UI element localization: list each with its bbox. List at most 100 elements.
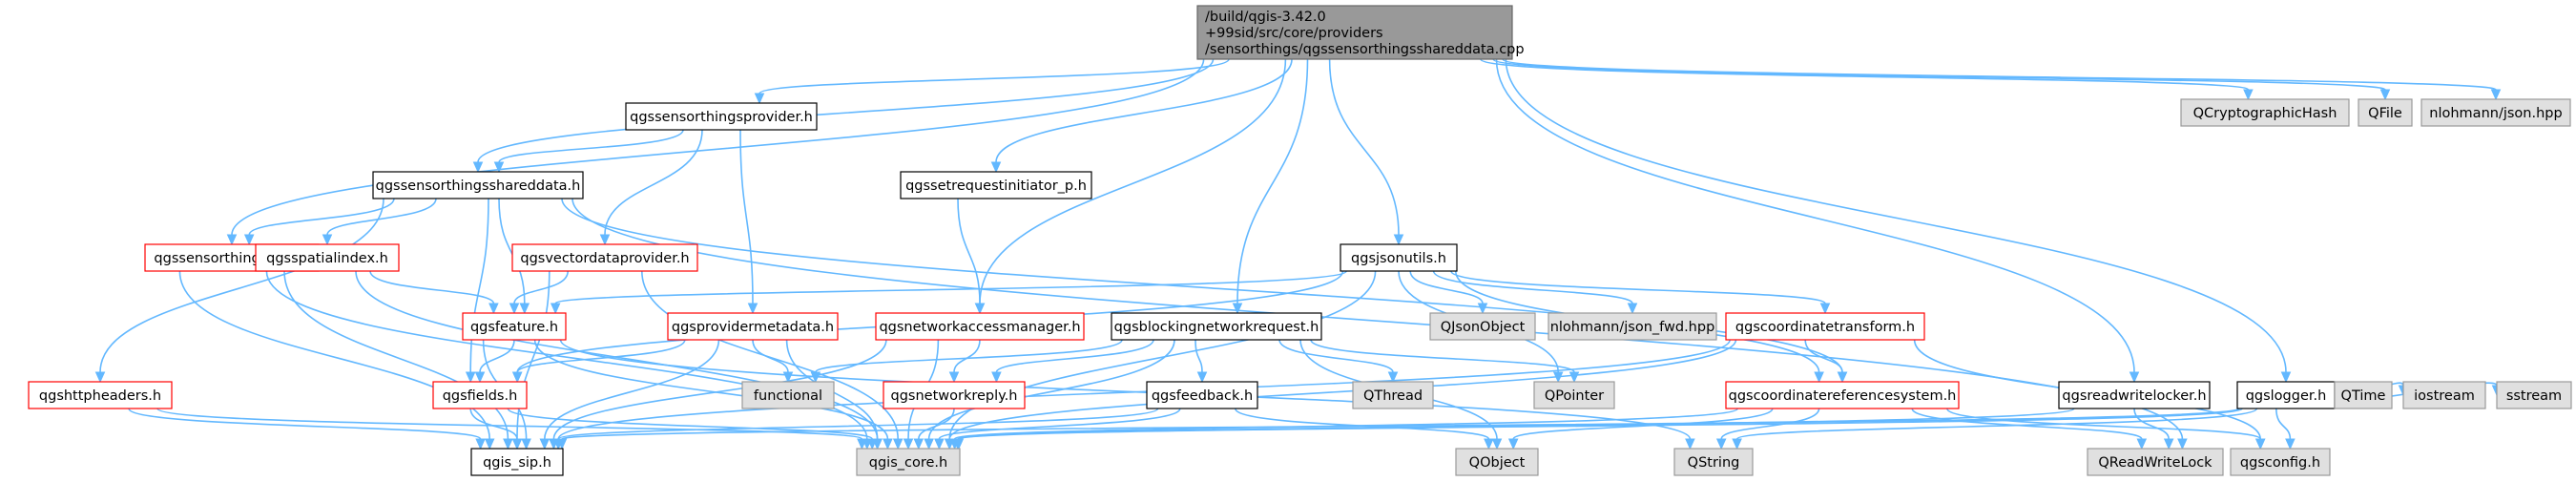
node-qgscoordinatereferencesystem[interactable]: qgscoordinatereferencesystem.h bbox=[1725, 381, 1960, 409]
node-qgsjsonutils[interactable]: qgsjsonutils.h bbox=[1340, 243, 1458, 272]
node-qstring: QString bbox=[1673, 448, 1754, 476]
edge-line bbox=[1236, 58, 1309, 304]
node-qgsblockingnetworkrequest[interactable]: qgsblockingnetworkrequest.h bbox=[1111, 312, 1322, 341]
node-box bbox=[856, 448, 961, 476]
edge-root-to-qgssensorthingsshareddata bbox=[472, 58, 1215, 174]
edge-qgsblockingnetworkrequest-to-qgsfeedback bbox=[1195, 339, 1208, 384]
edge-qgsjsonutils-to-qjsonobject bbox=[1409, 270, 1488, 315]
edge-line bbox=[544, 339, 720, 440]
edge-arrowhead bbox=[913, 438, 924, 451]
node-qgssetrequestinitiator[interactable]: qgssetrequestinitiator_p.h bbox=[900, 171, 1092, 199]
edge-qgscoordinatetransform-to-qgscoordinatereferencesystem bbox=[1804, 339, 1848, 384]
node-iostream: iostream bbox=[2402, 381, 2486, 409]
edge-line bbox=[1195, 339, 1203, 373]
edge-arrowhead bbox=[1568, 371, 1580, 384]
root-label-line2: +99sid/src/core/providers bbox=[1205, 26, 1383, 41]
node-box bbox=[2236, 381, 2336, 409]
edge-line bbox=[739, 129, 754, 304]
edge-arrowhead bbox=[475, 438, 486, 451]
edge-arrowhead bbox=[488, 303, 499, 315]
edge-arrowhead bbox=[2490, 89, 2502, 101]
node-label: iostream bbox=[2414, 388, 2475, 404]
edge-line bbox=[958, 408, 2243, 440]
node-box bbox=[1429, 312, 1536, 341]
root-label-line3: /sensorthings/qgssensorthingsshareddata.… bbox=[1205, 42, 1525, 57]
edge-arrowhead bbox=[599, 234, 611, 246]
edge-line bbox=[1310, 339, 1575, 373]
node-qgsreadwritelocker[interactable]: qgsreadwritelocker.h bbox=[2058, 381, 2211, 409]
edge-arrowhead bbox=[493, 161, 505, 174]
node-box bbox=[470, 448, 564, 476]
node-box bbox=[883, 381, 1026, 409]
edge-line bbox=[248, 198, 395, 236]
node-qgsnetworkaccessmanager[interactable]: qgsnetworkaccessmanager.h bbox=[875, 312, 1085, 341]
edge-qgsvectordataprovider-to-qgsfeature bbox=[509, 270, 569, 315]
node-label: qgsvectordataprovider.h bbox=[520, 251, 689, 266]
node-label: QTime bbox=[2341, 388, 2386, 404]
node-label: qgscoordinatetransform.h bbox=[1735, 320, 1915, 335]
node-qcryptographichash: QCryptographicHash bbox=[2180, 98, 2350, 127]
node-box bbox=[462, 312, 567, 341]
node-box bbox=[2180, 98, 2350, 127]
node-label: qgssensorthingsshareddata.h bbox=[376, 178, 581, 194]
edge-line bbox=[99, 198, 384, 373]
node-qfile: QFile bbox=[2358, 98, 2413, 127]
node-box bbox=[1455, 448, 1539, 476]
edge-arrowhead bbox=[465, 371, 476, 384]
edge-arrowhead bbox=[550, 303, 561, 315]
edge-qgssensorthingsshareddata-to-qgssensorthingsutils bbox=[243, 198, 395, 246]
node-qgsfields[interactable]: qgsfields.h bbox=[432, 381, 528, 409]
node-qgsprovidermetadata[interactable]: qgsprovidermetadata.h bbox=[667, 312, 839, 341]
node-qgssensorthingsshareddata[interactable]: qgssensorthingsshareddata.h bbox=[372, 171, 584, 199]
edge-arrowhead bbox=[1685, 438, 1695, 451]
edge-arrowhead bbox=[1491, 438, 1503, 451]
edge-arrowhead bbox=[2280, 371, 2292, 384]
edge-arrowhead bbox=[243, 234, 255, 246]
edge-arrowhead bbox=[810, 371, 821, 384]
node-label: functional bbox=[754, 388, 822, 404]
edge-root-to-qgssetrequestinitiator bbox=[990, 58, 1293, 174]
edge-qgsblockingnetworkrequest-to-qgis_core bbox=[924, 339, 1175, 451]
node-box bbox=[1196, 5, 1513, 60]
node-qgsspatialindex[interactable]: qgsspatialindex.h bbox=[255, 243, 400, 272]
edge-qgssensorthingsprovider-to-qgsvectordataprovider bbox=[599, 129, 703, 246]
edge-qgslogger-to-qgis_core bbox=[953, 408, 2243, 451]
node-qgsvectordataprovider[interactable]: qgsvectordataprovider.h bbox=[511, 243, 698, 272]
node-qgsnetworkreply[interactable]: qgsnetworkreply.h bbox=[883, 381, 1026, 409]
edge-qgsfields-to-qgis_sip bbox=[469, 408, 523, 451]
edge-arrowhead bbox=[539, 438, 551, 451]
edge-arrowhead bbox=[2136, 438, 2148, 451]
edge-arrowhead bbox=[472, 161, 484, 174]
edge-arrowhead bbox=[509, 303, 520, 315]
edge-qgsspatialindex-to-qgis_sip bbox=[283, 270, 513, 451]
edge-arrowhead bbox=[866, 438, 878, 451]
edge-line bbox=[498, 129, 684, 163]
edge-arrowhead bbox=[519, 303, 530, 315]
edge-line bbox=[1432, 270, 1633, 304]
edge-arrowhead bbox=[2163, 438, 2174, 451]
node-label: qgsconfig.h bbox=[2240, 455, 2320, 471]
edge-line bbox=[1278, 339, 1394, 373]
node-qgis-sip[interactable]: qgis_sip.h bbox=[470, 448, 564, 476]
root-label-line1: /build/qgis-3.42.0 bbox=[1205, 10, 1326, 25]
node-root[interactable]: /build/qgis-3.42.0+99sid/src/core/provid… bbox=[1196, 5, 1525, 60]
edge-line bbox=[953, 339, 981, 373]
node-qgsfeature[interactable]: qgsfeature.h bbox=[462, 312, 567, 341]
node-qgshttpheaders[interactable]: qgshttpheaders.h bbox=[28, 381, 173, 409]
node-qgssensorthingsprovider[interactable]: qgssensorthingsprovider.h bbox=[625, 102, 818, 131]
node-label: QReadWriteLock bbox=[2098, 455, 2212, 471]
edge-line bbox=[557, 339, 1731, 440]
node-qgsfeedback[interactable]: qgsfeedback.h bbox=[1146, 381, 1258, 409]
edge-root-to-qgsreadwritelocker bbox=[1495, 58, 2140, 384]
node-label: QObject bbox=[1469, 455, 1526, 471]
edge-line bbox=[557, 408, 1159, 440]
edge-line bbox=[326, 198, 437, 236]
node-label: QJsonObject bbox=[1441, 320, 1526, 335]
node-box bbox=[2402, 381, 2486, 409]
node-qgscoordinatetransform[interactable]: qgscoordinatetransform.h bbox=[1725, 312, 1925, 341]
node-label: qgsfeature.h bbox=[470, 320, 558, 335]
node-qgslogger[interactable]: qgslogger.h bbox=[2236, 381, 2336, 409]
edge-qgsjsonutils-to-qgscoordinatetransform bbox=[1450, 270, 1831, 315]
edge-line bbox=[2275, 408, 2292, 440]
node-label: qgshttpheaders.h bbox=[39, 388, 161, 404]
